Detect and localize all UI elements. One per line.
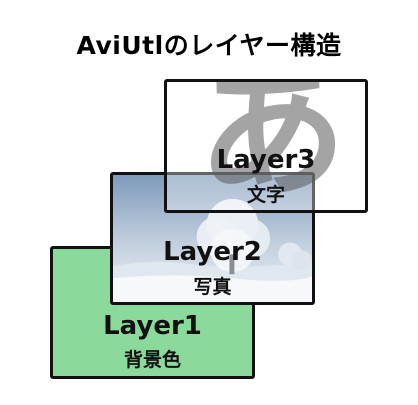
layer3-label: 文字 [246, 184, 285, 206]
snowy-tree-photo [113, 175, 312, 302]
layer3-box: あ Layer3 文字 [164, 79, 368, 213]
diagram-title: AviUtlのレイヤー構造 [76, 31, 342, 60]
layer2-label: 写真 [193, 276, 232, 298]
layer3-name: Layer3 [216, 145, 316, 175]
layer2-name: Layer2 [163, 237, 262, 267]
layer3-glyph: あ [197, 79, 348, 213]
layer1-label: 背景色 [123, 349, 181, 371]
layer1-name: Layer1 [103, 311, 202, 341]
layer2-box: Layer2 写真 [110, 172, 315, 305]
